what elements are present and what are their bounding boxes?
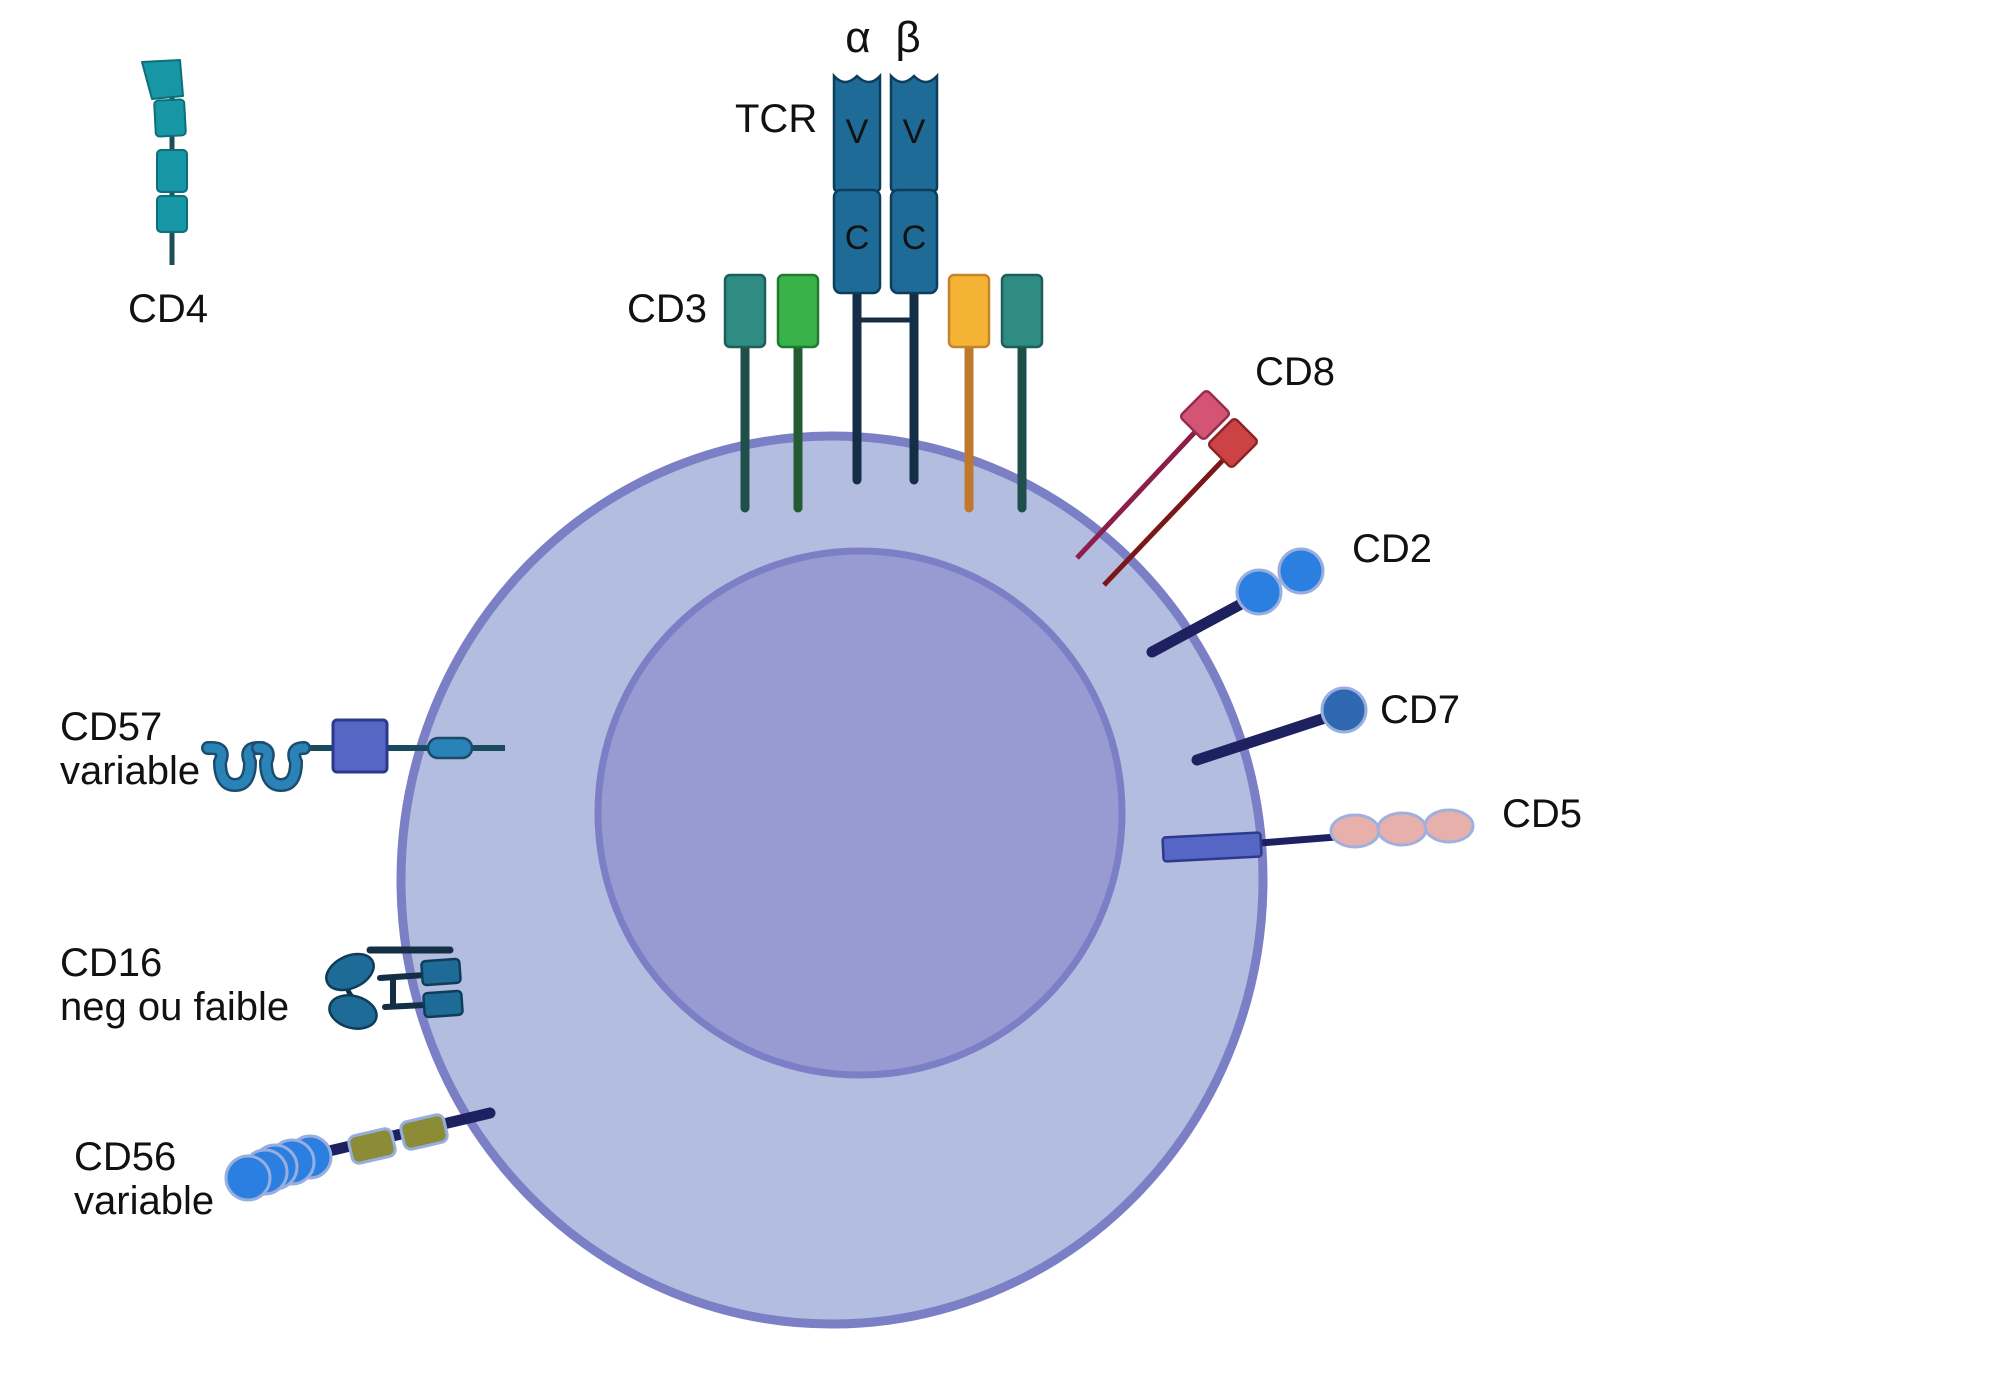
cd16-domain-1 xyxy=(420,957,462,987)
tcr-alpha-c-label: C xyxy=(845,219,870,257)
cd3-chain-1 xyxy=(723,273,767,349)
cd2-domain-1 xyxy=(1235,568,1283,616)
tcr-alpha-v-label: V xyxy=(846,113,869,151)
cd3-chain-3 xyxy=(947,273,991,349)
cd5-label: CD5 xyxy=(1502,792,1582,836)
cd8-label: CD8 xyxy=(1255,350,1335,394)
tcr-label: TCR xyxy=(735,97,817,141)
cd56-label-line2: variable xyxy=(74,1179,214,1223)
cd16-molecule xyxy=(325,946,464,1030)
cd57-label-line2: variable xyxy=(60,749,200,793)
cd56-fn-domain-2 xyxy=(399,1113,449,1151)
tcr-beta-c-domain xyxy=(889,188,939,295)
cd57-domain xyxy=(331,718,389,774)
cd3-chain-2 xyxy=(776,273,820,349)
cd2-molecule xyxy=(1146,547,1325,658)
cd8-beta-domain xyxy=(1207,417,1259,469)
tcr-beta-v-label: V xyxy=(903,113,926,151)
cd5-domain-3 xyxy=(1423,808,1475,844)
cd56-fn-domain-1 xyxy=(347,1127,397,1165)
cd3-complex xyxy=(723,273,1044,513)
cd3-label: CD3 xyxy=(627,287,707,331)
cd16-label-line2: neg ou faible xyxy=(60,985,289,1029)
cd2-label: CD2 xyxy=(1352,527,1432,571)
nucleus xyxy=(594,547,1126,1079)
cd7-domain xyxy=(1320,686,1368,734)
cd57-stub xyxy=(426,736,474,760)
cd7-molecule xyxy=(1191,686,1368,766)
tcr-alpha-label: α xyxy=(845,13,870,62)
cd56-molecule xyxy=(224,1107,496,1202)
cd4-label: CD4 xyxy=(128,287,208,331)
cd57-label-line1: CD57 xyxy=(60,705,162,749)
tcr-complex xyxy=(832,72,939,485)
cd5-domain-1 xyxy=(1329,813,1381,849)
tcr-alpha-v-domain xyxy=(832,72,882,193)
cd8-molecule xyxy=(1075,389,1259,587)
cd16-label-line1: CD16 xyxy=(60,941,162,985)
cd5-molecule xyxy=(1161,808,1475,863)
cd57-molecule xyxy=(201,718,505,793)
tcr-beta-v-domain xyxy=(889,72,939,193)
tcr-beta-label: β xyxy=(895,13,920,62)
cd3-chain-4 xyxy=(1000,273,1044,349)
cd56-label-line1: CD56 xyxy=(74,1135,176,1179)
tcr-beta-c-label: C xyxy=(902,219,927,257)
cd5-transmembrane xyxy=(1161,831,1263,863)
cd56-ig-domain-1 xyxy=(224,1154,272,1202)
cd16-domain-2 xyxy=(422,989,464,1019)
cd7-label: CD7 xyxy=(1380,688,1460,732)
cd2-domain-2 xyxy=(1277,547,1325,595)
tcr-alpha-c-domain xyxy=(832,188,882,295)
cd4-molecule xyxy=(141,59,188,265)
cd8-alpha-domain xyxy=(1179,389,1231,441)
cd5-domain-2 xyxy=(1376,811,1428,847)
cd16-lobe-2 xyxy=(328,994,378,1030)
cd16-lobe-1 xyxy=(325,952,375,992)
